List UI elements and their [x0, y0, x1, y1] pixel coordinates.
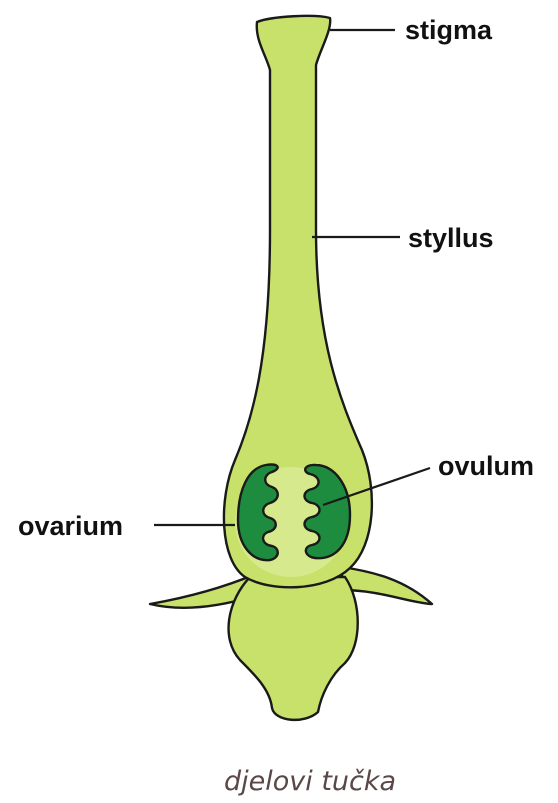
ovary-label: ovarium	[18, 511, 123, 541]
receptacle	[229, 577, 358, 720]
ovule-label: ovulum	[438, 451, 534, 481]
stigma-label: stigma	[405, 15, 493, 45]
diagram-caption: djelovi tučka	[224, 766, 396, 797]
stylus-label: styllus	[408, 223, 494, 253]
